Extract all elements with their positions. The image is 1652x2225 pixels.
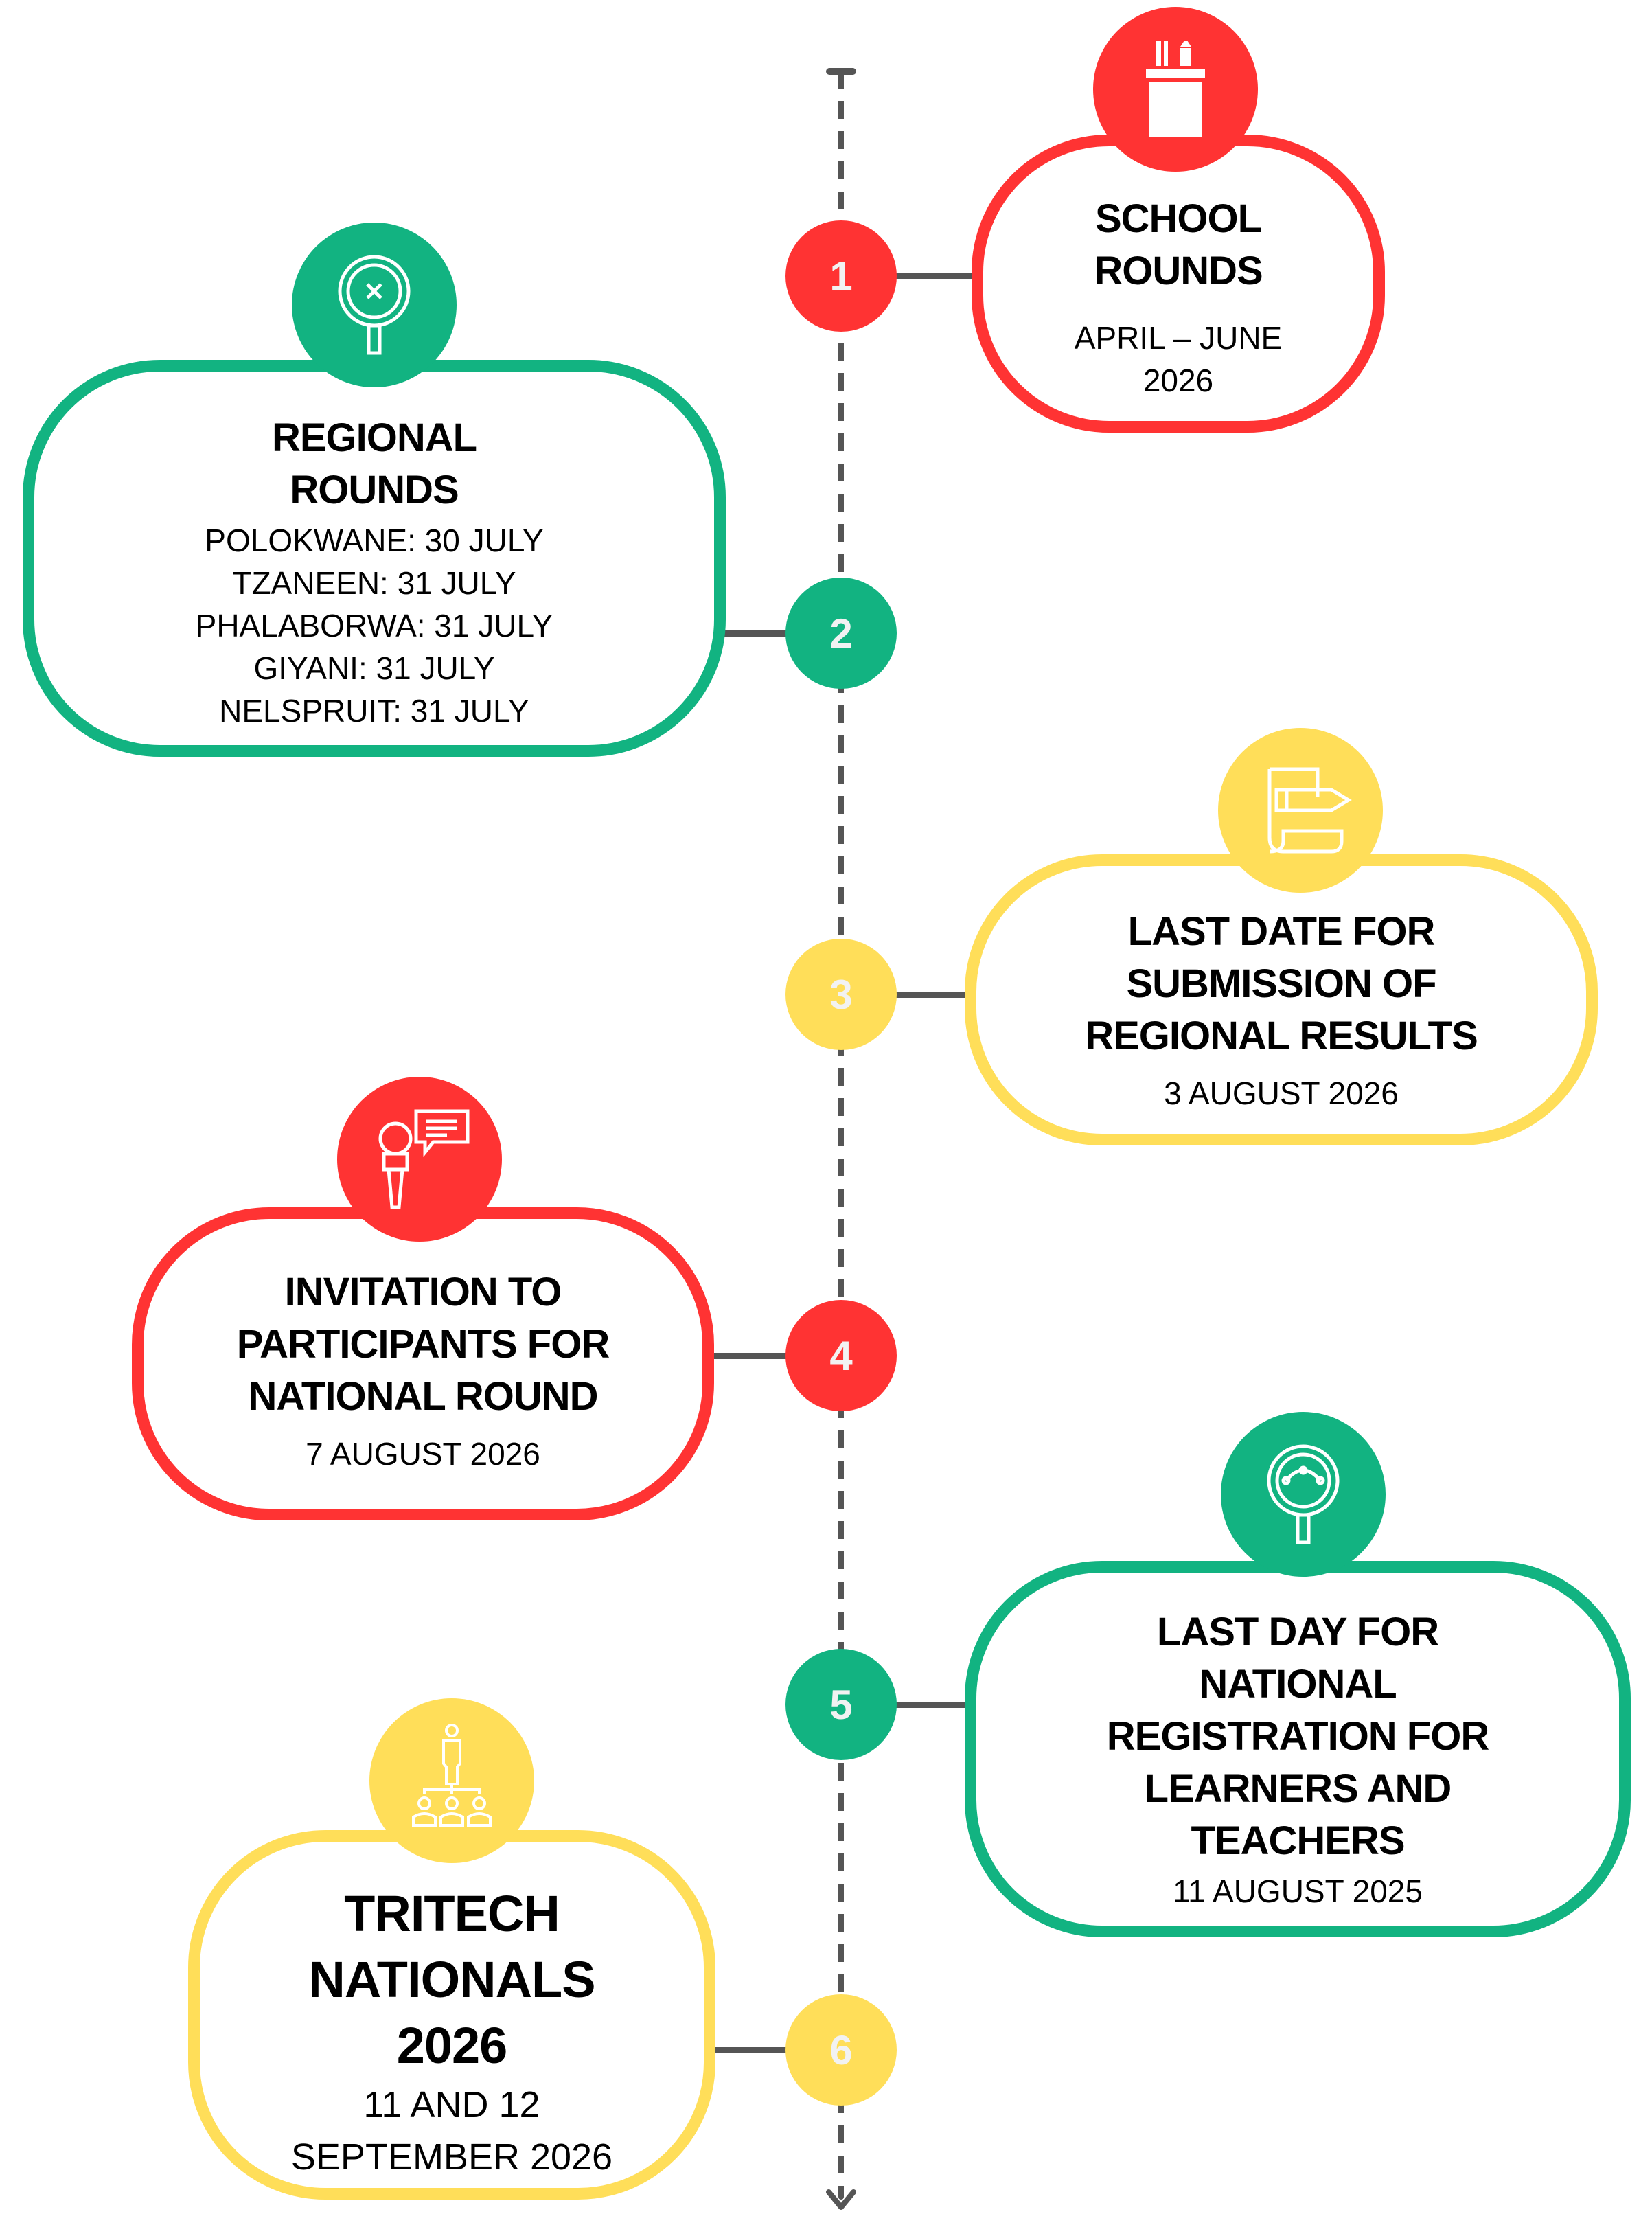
- step-detail: 3 AUGUST 2026: [1164, 1075, 1399, 1111]
- step-number-4: 4: [785, 1300, 897, 1411]
- step-number-1: 1: [785, 220, 897, 332]
- connector-6: [712, 2047, 790, 2053]
- step-detail: 11 AUGUST 2025: [1173, 1873, 1423, 1909]
- org-chart-icon: [369, 1698, 534, 1863]
- microphone-chat-icon: [337, 1077, 502, 1242]
- connector-4: [711, 1353, 790, 1359]
- arrow-down-icon: [826, 2189, 856, 2210]
- step-number-3: 3: [785, 939, 897, 1050]
- step-number-5: 5: [785, 1649, 897, 1760]
- connector-1: [893, 273, 975, 279]
- step-detail: 7 AUGUST 2026: [306, 1436, 540, 1472]
- timeline-start-cap: [826, 68, 856, 75]
- scroll-pencil-icon: [1218, 728, 1383, 893]
- timeline-axis: [838, 71, 844, 2200]
- magnifier-icon: [292, 223, 457, 387]
- connector-2: [721, 630, 790, 637]
- connector-3: [893, 992, 968, 998]
- step-number-2: 2: [785, 578, 897, 689]
- vector-magnifier-icon: [1221, 1412, 1386, 1577]
- connector-5: [893, 1702, 968, 1708]
- pencil-cup-icon: [1093, 7, 1258, 172]
- step-number-6: 6: [785, 1994, 897, 2106]
